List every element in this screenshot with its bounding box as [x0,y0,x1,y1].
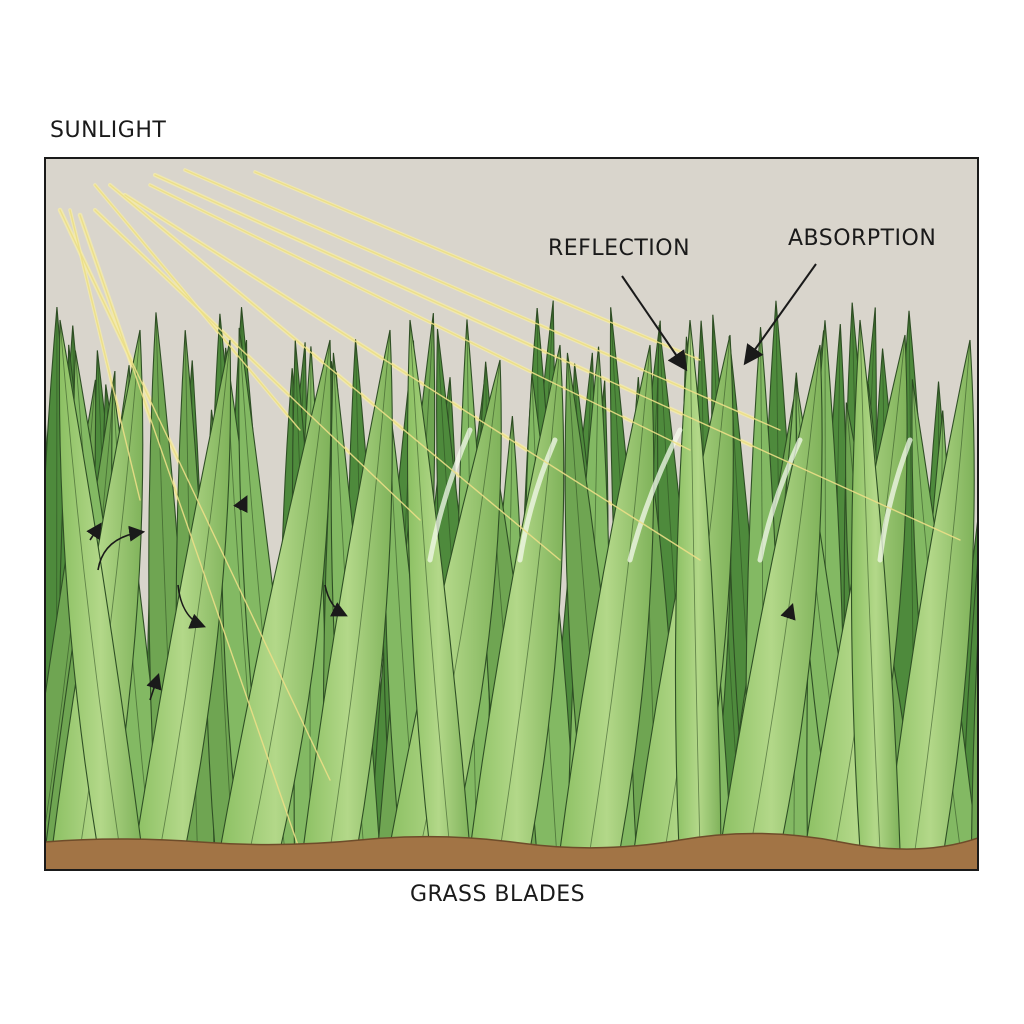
blade-vein [409,319,451,851]
sun-ray-overlay [79,214,308,870]
blade-vein [749,344,821,851]
blade-vein [589,344,651,851]
reflection-pointer-arrow [621,275,688,372]
reflection-label: REFLECTION [548,236,691,261]
scatter-arrow-2 [86,522,102,541]
blade-reflection-highlight [627,427,683,563]
blade-reflection-highlight [517,437,558,563]
sun-ray-overlay [94,184,301,431]
scatter-arrow-6 [146,672,162,701]
grass-blade-mid [970,622,978,851]
scatter-arrow-1 [97,525,146,571]
sun-ray-overlay [59,209,331,781]
sun-ray-overlay [149,184,691,451]
sun-ray-overlay [109,184,561,561]
absorption-pointer-arrow [743,263,817,366]
sun-ray-overlay [69,209,141,501]
sun-ray-overlay [254,171,701,361]
sun-ray-overlay [124,194,701,561]
sunlight-rays-over-grass [59,169,961,870]
blade-vein [249,339,331,851]
sun-ray-overlay [184,169,781,431]
absorption-label: ABSORPTION [788,226,937,251]
blade-vein [981,371,997,850]
sun-ray-overlay [154,174,961,541]
blade-vein [35,310,40,850]
blade-vein [329,329,391,851]
sunlight-label: SUNLIGHT [50,118,167,143]
blade-vein [859,319,881,851]
blade-vein [499,344,561,851]
grass-blades-label: GRASS BLADES [410,882,586,907]
blade-reflection-highlight [757,437,803,563]
blade-vein [159,339,231,851]
scatter-arrow-7 [780,602,796,621]
light-scatter-arrows [86,495,796,701]
scatter-arrow-3 [177,584,206,629]
soil-strip [45,832,978,870]
blade-vein [59,319,121,851]
blade-reflection-highlight [877,437,913,563]
diagram-frame [44,157,979,871]
scatter-arrow-4 [233,495,248,514]
scatter-arrow-5 [324,584,348,617]
blade-vein [914,339,971,851]
sun-ray-overlay [94,209,421,521]
blade-vein [689,319,701,851]
blade-reflection-highlight [427,427,473,563]
blade-vein [991,326,1002,850]
